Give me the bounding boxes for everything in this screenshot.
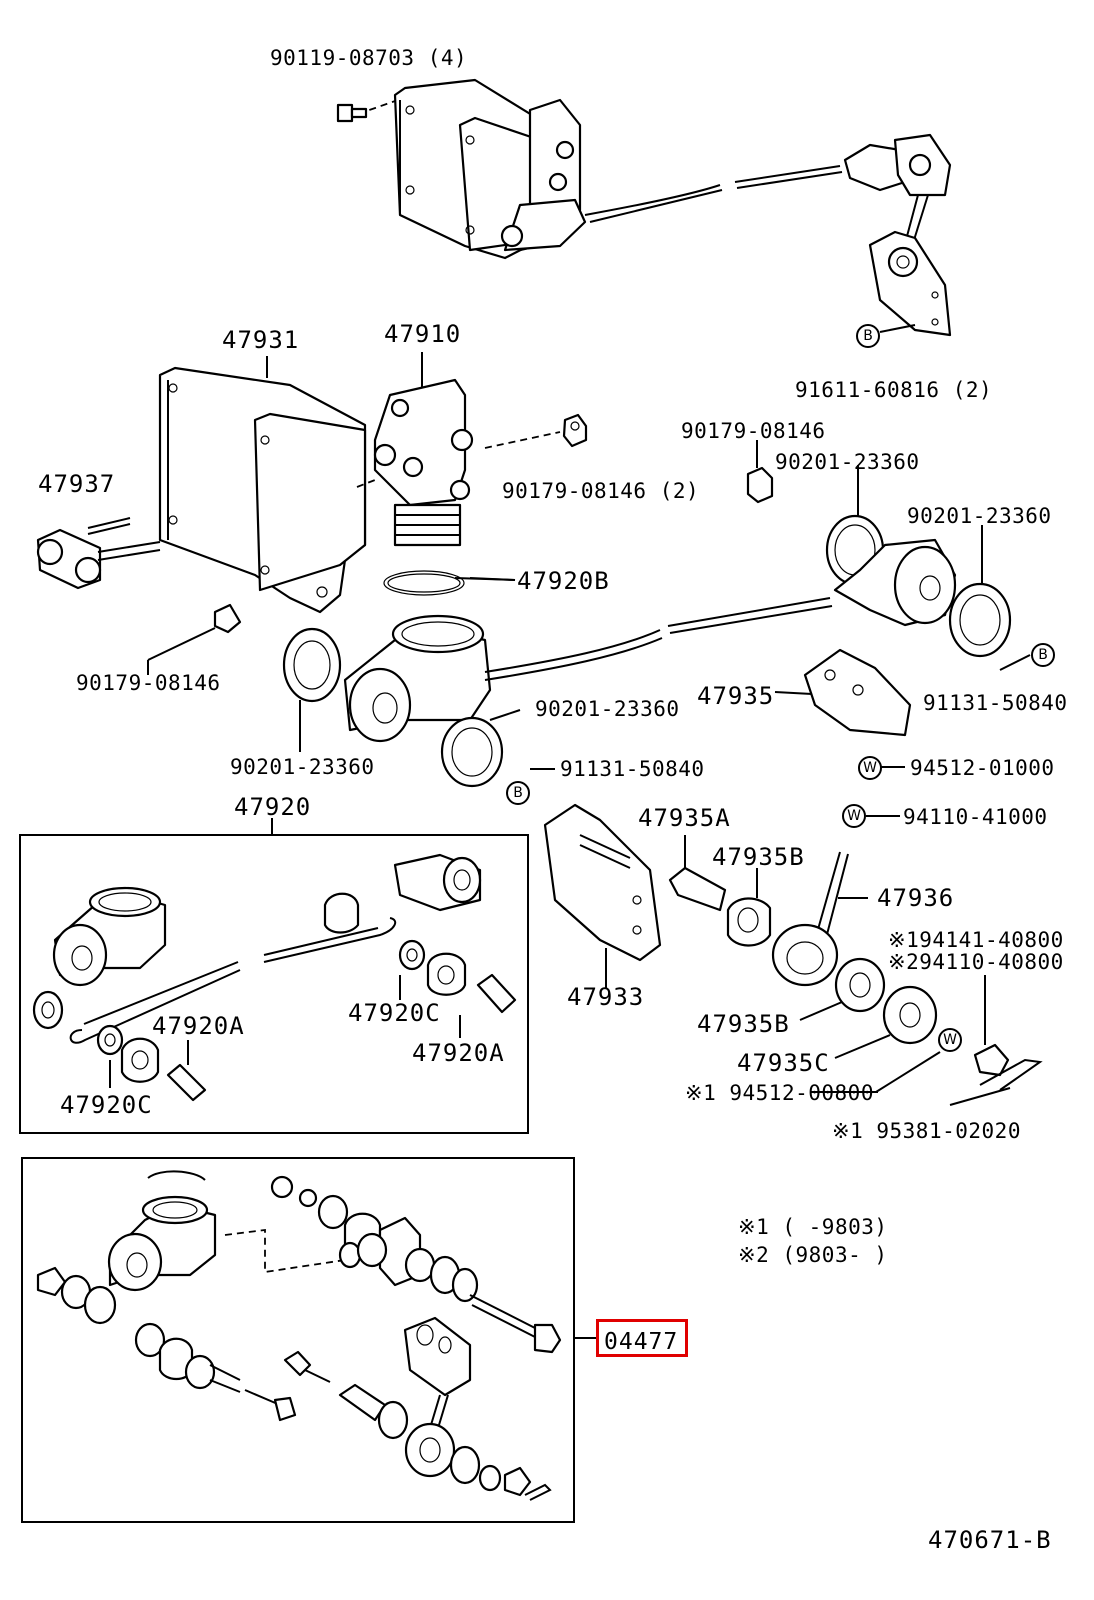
- label-bushing-a: 47935B: [712, 843, 805, 871]
- label-nut-c: ※194141-40800: [888, 928, 1064, 952]
- label-washer-a: 94512-01000: [910, 756, 1055, 780]
- diagram-reference: 470671-B: [928, 1526, 1052, 1554]
- label-grommet-left: 47920C: [60, 1091, 153, 1119]
- label-nut-a: 90179-08146: [681, 419, 826, 443]
- label-grommet-right: 47920C: [348, 999, 441, 1027]
- label-washer-c: ※1 94512-00800: [685, 1081, 874, 1105]
- label-nut-d: ※294110-40800: [888, 950, 1064, 974]
- leader-lines: [147, 577, 1031, 1093]
- bolt-top: [336, 103, 368, 123]
- label-top-bolt-b: 91611-60816 (2): [795, 378, 993, 402]
- label-nut-b: 90179-08146: [76, 671, 221, 695]
- label-o-ring: 47920B: [517, 567, 610, 595]
- label-bolt-d: 91131-50840: [560, 757, 705, 781]
- label-bracket-b: 47935: [697, 682, 775, 710]
- kit-47920-parts: [32, 853, 517, 1102]
- label-washer-b: 94110-41000: [903, 805, 1048, 829]
- highlighted-part-label: 04477: [604, 1329, 679, 1355]
- marker-w-a: W: [858, 756, 882, 780]
- label-gasket-c: 90201-23360: [535, 697, 680, 721]
- label-collar-right: 47920A: [412, 1039, 505, 1067]
- top-valve-assembly: [336, 78, 952, 337]
- label-gasket-a: 90201-23360: [775, 450, 920, 474]
- label-valve: 47910: [384, 320, 462, 348]
- note-2: ※2 (9803- ): [738, 1243, 888, 1267]
- label-rod: 47936: [877, 884, 955, 912]
- marker-w-c: W: [938, 1028, 962, 1052]
- label-bolts: 47937: [38, 470, 116, 498]
- label-gasket-d: 90201-23360: [230, 755, 375, 779]
- label-top-bolt: 90119-08703 (4): [270, 46, 468, 70]
- marker-b-top: B: [856, 324, 880, 348]
- marker-b-mid: B: [506, 781, 530, 805]
- label-pin: ※1 95381-02020: [832, 1119, 1021, 1143]
- kit-47920-box: [19, 834, 529, 1134]
- kit-04477-parts: [36, 1170, 562, 1501]
- right-lower-parts: [543, 803, 1043, 1106]
- kit-04477-box: [21, 1157, 575, 1523]
- label-bushing-b: 47935B: [697, 1010, 790, 1038]
- label-lever: 47933: [567, 983, 645, 1011]
- label-bolt-c: 91131-50840: [923, 691, 1068, 715]
- label-collar: 47935A: [638, 804, 731, 832]
- middle-valve-assembly: [36, 352, 1012, 788]
- label-nut-2: 90179-08146 (2): [502, 479, 700, 503]
- label-gasket-b: 90201-23360: [907, 504, 1052, 528]
- marker-w-b: W: [842, 804, 866, 828]
- label-bracket: 47931: [222, 326, 300, 354]
- label-kit-47920: 47920: [234, 793, 312, 821]
- label-retainer: 47935C: [737, 1049, 830, 1077]
- marker-b-right: B: [1031, 643, 1055, 667]
- label-collar-left: 47920A: [152, 1012, 245, 1040]
- highlighted-part-04477[interactable]: 04477: [596, 1319, 688, 1357]
- note-1: ※1 ( -9803): [738, 1215, 888, 1239]
